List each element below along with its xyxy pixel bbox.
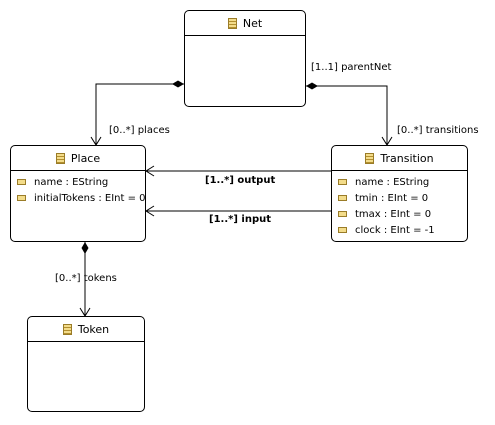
transition-attribute-row[interactable]: tmin : EInt = 0 bbox=[338, 190, 467, 206]
eattribute-icon bbox=[17, 179, 26, 185]
eattribute-icon bbox=[338, 211, 347, 217]
eclass-icon bbox=[365, 152, 375, 164]
transition-attribute-label: tmin : EInt = 0 bbox=[355, 192, 429, 204]
eattribute-icon bbox=[338, 227, 347, 233]
transition-attribute-label: name : EString bbox=[355, 176, 430, 188]
places-composition-diamond bbox=[172, 80, 184, 88]
transition-class-name: Transition bbox=[380, 151, 434, 165]
eclass-icon bbox=[62, 323, 72, 335]
parent-net-label: [1..1] parentNet bbox=[311, 62, 392, 73]
token-class-box[interactable]: Token bbox=[27, 316, 145, 412]
net-class-name: Net bbox=[242, 16, 263, 30]
token-attributes bbox=[28, 342, 144, 345]
place-class-box[interactable]: Place name : EString initialTokens : EIn… bbox=[10, 145, 146, 242]
net-class-header: Net bbox=[185, 11, 305, 36]
token-class-header: Token bbox=[28, 317, 144, 342]
place-attribute-label: name : EString bbox=[34, 176, 109, 188]
token-class-name: Token bbox=[77, 322, 110, 336]
places-label: [0..*] places bbox=[109, 125, 170, 136]
place-attribute-label: initialTokens : EInt = 0 bbox=[34, 192, 146, 204]
output-label: [1..*] output bbox=[205, 175, 276, 186]
place-attribute-row[interactable]: name : EString bbox=[17, 174, 145, 190]
place-class-header: Place bbox=[11, 146, 145, 171]
transition-class-box[interactable]: Transition name : EString tmin : EInt = … bbox=[331, 145, 468, 242]
transition-attribute-row[interactable]: tmax : EInt = 0 bbox=[338, 206, 467, 222]
transition-attribute-label: clock : EInt = -1 bbox=[355, 224, 435, 236]
net-class-box[interactable]: Net bbox=[184, 10, 306, 107]
place-class-name: Place bbox=[70, 151, 101, 165]
eattribute-icon bbox=[17, 195, 26, 201]
places-edge bbox=[95, 83, 184, 145]
transitions-edge bbox=[306, 85, 388, 145]
place-attribute-row[interactable]: initialTokens : EInt = 0 bbox=[17, 190, 145, 206]
transition-attribute-label: tmax : EInt = 0 bbox=[355, 208, 432, 220]
input-label: [1..*] input bbox=[209, 214, 272, 225]
transition-attribute-row[interactable]: clock : EInt = -1 bbox=[338, 222, 467, 238]
tokens-label: [0..*] tokens bbox=[55, 273, 117, 284]
transition-class-header: Transition bbox=[332, 146, 467, 171]
output-arrowhead bbox=[145, 165, 155, 177]
eattribute-icon bbox=[338, 195, 347, 201]
net-attributes bbox=[185, 36, 305, 39]
transition-attributes: name : EString tmin : EInt = 0 tmax : EI… bbox=[332, 171, 467, 238]
eattribute-icon bbox=[338, 179, 347, 185]
eclass-icon bbox=[55, 152, 65, 164]
eclass-icon bbox=[227, 17, 237, 29]
transitions-composition-diamond bbox=[306, 82, 318, 90]
transition-attribute-row[interactable]: name : EString bbox=[338, 174, 467, 190]
place-attributes: name : EString initialTokens : EInt = 0 bbox=[11, 171, 145, 206]
transitions-label: [0..*] transitions bbox=[397, 125, 479, 136]
tokens-composition-diamond bbox=[81, 242, 89, 254]
input-arrowhead bbox=[145, 205, 155, 217]
